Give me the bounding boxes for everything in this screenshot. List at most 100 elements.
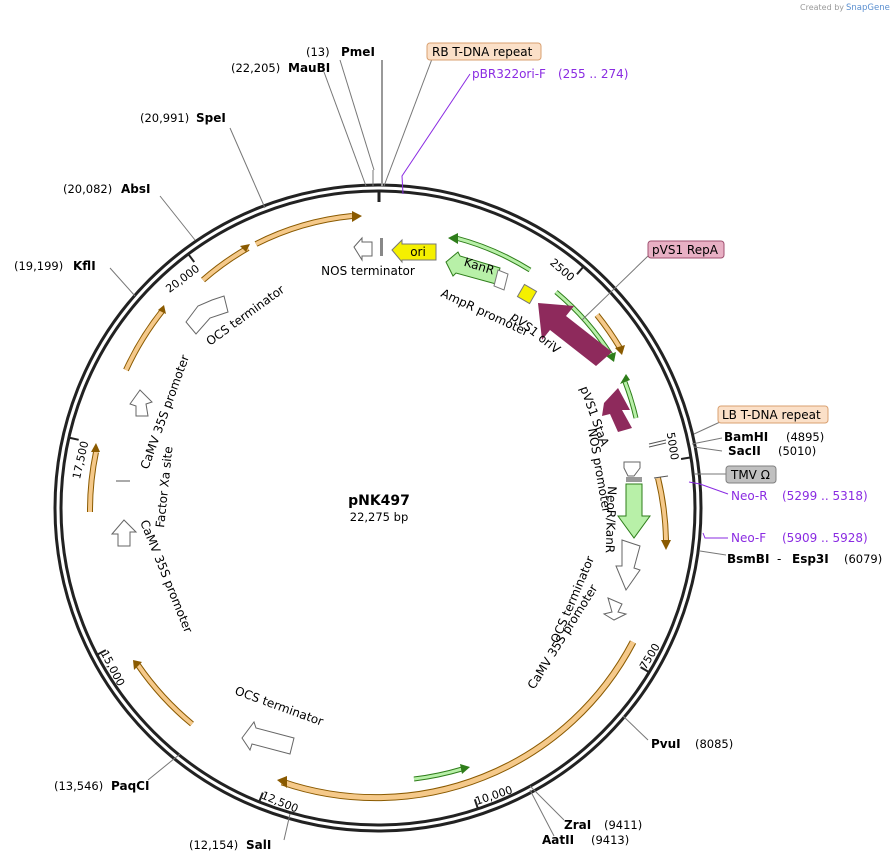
site-pos-kfli: (19,199) [14,259,63,273]
factor-xa-label: Factor Xa site [153,446,175,529]
green-arrowhead [606,352,616,362]
plasmid-size: 22,275 bp [350,510,409,524]
pvs1-staa-arrow [602,388,632,432]
orf-arc [124,308,165,371]
site-pos-maubi: (22,205) [231,61,280,75]
nos-terminator-mark [380,238,383,256]
orf-arrowhead [615,345,625,355]
site-leader [147,753,181,781]
primer-leader [401,73,471,195]
orf-arc [136,663,194,726]
green-arc [455,236,531,272]
tick-label: 5000 [664,431,681,461]
orf-arrowhead [133,660,142,670]
tick-mark [68,436,79,441]
primer-range-neo-f: (5909 .. 5928) [782,531,868,545]
tick-mark [576,265,585,275]
kanr-promoter-arrow [493,269,509,291]
site-pos-pvui: (8085) [695,737,733,751]
orf-arc [280,640,637,802]
credit-prefix: Created by [800,3,844,12]
green-arrowhead [620,374,630,384]
ocs-terminator-label-bottom: OCS terminator [233,684,325,729]
site-name-bamhi: BamHI [724,430,768,444]
orf-arrowhead [352,211,362,222]
camv-promoter-arrow-left [110,519,138,547]
tmv-omega-label: TMV Ω [730,468,770,482]
site-leader [323,71,367,187]
orf-arrowhead [277,776,287,788]
site-name-zrai: ZraI [564,818,591,832]
ocs-terminator-arrow-top [185,295,229,335]
tick-mark [680,456,692,460]
site-leader [159,195,196,241]
site-pos-bsmbi: (6079) [844,552,882,566]
site-leader [699,550,727,556]
site-leader [339,59,375,171]
green-arrowhead [448,233,458,244]
orf-arrowhead [158,305,166,314]
site-name-sacii: SacII [728,444,761,458]
primer-leader [702,532,728,539]
site-name-absi: AbsI [121,182,150,196]
camv-promoter-label-right: CaMV 35S promoter [525,582,601,692]
lb-tdna-label: LB T-DNA repeat [722,408,821,422]
tick-label: 15,000 [98,648,127,688]
ori-label: ori [410,245,426,259]
orf-arrowhead [240,244,250,252]
site-name-kfli: KflI [73,259,96,273]
tick-mark [640,666,650,674]
primer-range-pbr322ori-f: (255 .. 274) [558,67,628,81]
site-name-pvui: PvuI [651,737,681,751]
orf-arrowhead [91,443,100,452]
ocs-terminator-arrow [615,539,641,592]
tick-mark [473,799,479,810]
ori-arrow [391,238,437,264]
site-leader [529,785,565,821]
site-name-aatii: AatII [542,833,574,847]
orf-arc [254,213,353,247]
site-name-bsmbi: BsmBI [727,552,769,566]
nos-terminator-label: NOS terminator [321,264,415,278]
site-mark [648,439,667,445]
primer-range-neo-r: (5299 .. 5318) [782,489,868,503]
feature-shapes: ori KanR NOS terminator [110,236,669,755]
lb-leader [693,421,721,435]
site-pos-bamhi: (4895) [786,430,824,444]
site-leader [109,267,136,297]
tick-mark [96,649,107,656]
tick-label: 20,000 [163,262,202,295]
site-leaders [109,58,729,841]
camv-promoter-arrow [602,597,628,621]
site-name-pmei: PmeI [341,45,375,59]
site-pos-pmei: (13) [306,45,330,59]
primer-name-pbr322ori-f: pBR322ori-F [472,67,546,81]
site-pos-spei: (20,991) [140,111,189,125]
ocs-terminator-arrow-bottom [241,720,295,755]
site-pos-zrai: (9411) [604,818,642,832]
tick-mark [258,792,264,803]
tick-mark [187,253,196,263]
site-separator: - [777,552,781,566]
repa-leader [581,255,649,321]
site-pos-sacii: (5010) [778,444,816,458]
backbone-outer [53,183,703,833]
nos-terminator-arrow [353,236,373,262]
orf-arc [201,246,249,282]
orf-arcs [86,211,671,802]
green-arc [623,381,638,419]
green-arrowhead [460,764,470,774]
orf-arc [281,640,636,801]
primer-leader [688,481,729,495]
pvs1-oriv-box [516,283,538,305]
site-leader [622,715,649,741]
tmv-omega-box [725,465,777,484]
site-leader [691,437,723,445]
site-pos-absi: (20,082) [63,182,112,196]
primer-name-neo-f: Neo-F [731,531,766,545]
site-name-esp3i: Esp3I [792,552,829,566]
site-name-sali: SalI [246,838,271,852]
site-name-paqci: PaqCI [111,779,149,793]
nos-promoter-arrow [623,461,641,477]
